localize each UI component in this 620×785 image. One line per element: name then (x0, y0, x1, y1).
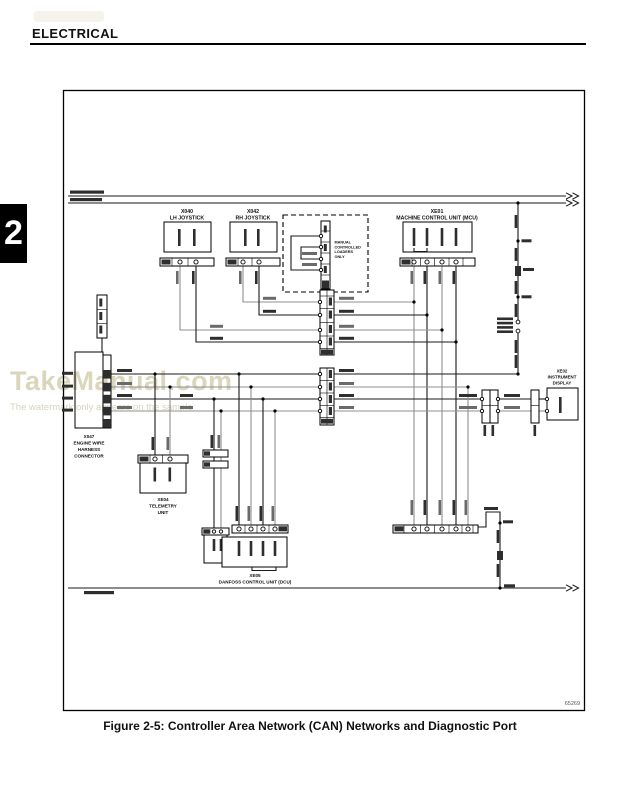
junction-dots (153, 201, 520, 590)
danfoss-control-unit: XE05 DANFOSS CONTROL UNIT (DCU) (219, 524, 292, 585)
engine-harness-id: X047 (84, 434, 95, 439)
figure-number: 65269 (565, 701, 580, 707)
engine-harness-label3: CONNECTOR (74, 454, 104, 459)
inline-connectors (202, 449, 229, 469)
rh-joystick: X042 RH JOYSTICK (225, 209, 281, 284)
section-header: ELECTRICAL (32, 26, 119, 41)
rh-joystick-id: X042 (247, 209, 259, 215)
header-rule (30, 43, 586, 45)
lh-joystick-id: X040 (181, 209, 193, 215)
lh-joystick: X040 LH JOYSTICK (159, 209, 215, 284)
telemetry-label2: UNIT (158, 510, 169, 515)
display-label1: INSTRUMENT (548, 375, 577, 380)
diagnostic-port-chain (497, 215, 534, 368)
display-label2: DISPLAY (553, 381, 572, 386)
telemetry-id: XE04 (157, 497, 169, 502)
figure-frame (62, 89, 586, 712)
danfoss-id: XE05 (249, 573, 261, 578)
figure-caption: Figure 2-5: Controller Area Network (CAN… (103, 719, 517, 733)
lh-joystick-label: LH JOYSTICK (170, 216, 205, 222)
telemetry-label1: TELEMETRY (149, 504, 177, 509)
lower-connector-strip (392, 524, 479, 534)
mcu-label: MACHINE CONTROL UNIT (MCU) (396, 216, 478, 222)
loader-note-box: MANUAL CONTROLLED LOADERS ONLY (282, 214, 369, 293)
engine-harness-connector: X047 ENGINE WIRE HARNESS CONNECTOR (62, 294, 112, 459)
loader-note-line3: LOADERS (335, 250, 354, 254)
wire-labels-illegible (117, 296, 520, 521)
center-connector-strip-lower (317, 367, 335, 426)
harness-wires (101, 203, 547, 588)
mcu-id: XE01 (431, 209, 444, 215)
chapter-tab: 2 (0, 204, 27, 263)
instrument-display: XE02 INSTRUMENT DISPLAY (479, 369, 579, 436)
loader-note-line1: MANUAL (335, 241, 352, 245)
faint-watermark-blob (34, 11, 104, 22)
loader-note-line2: CONTROLLED (335, 245, 362, 249)
engine-harness-label1: ENGINE WIRE (74, 441, 105, 446)
danfoss-label: DANFOSS CONTROL UNIT (DCU) (219, 580, 292, 585)
can-bus-lines (68, 190, 580, 595)
loader-note-line4: ONLY (335, 255, 346, 259)
center-connector-strip-upper (317, 289, 335, 356)
display-id: XE02 (557, 369, 568, 374)
rh-joystick-label: RH JOYSTICK (236, 216, 271, 222)
machine-control-unit: XE01 MACHINE CONTROL UNIT (MCU) (396, 209, 478, 284)
engine-harness-label2: HARNESS (78, 447, 100, 452)
telemetry-unit: XE04 TELEMETRY UNIT (137, 454, 189, 515)
bottom-diagnostic-drop (496, 520, 515, 588)
